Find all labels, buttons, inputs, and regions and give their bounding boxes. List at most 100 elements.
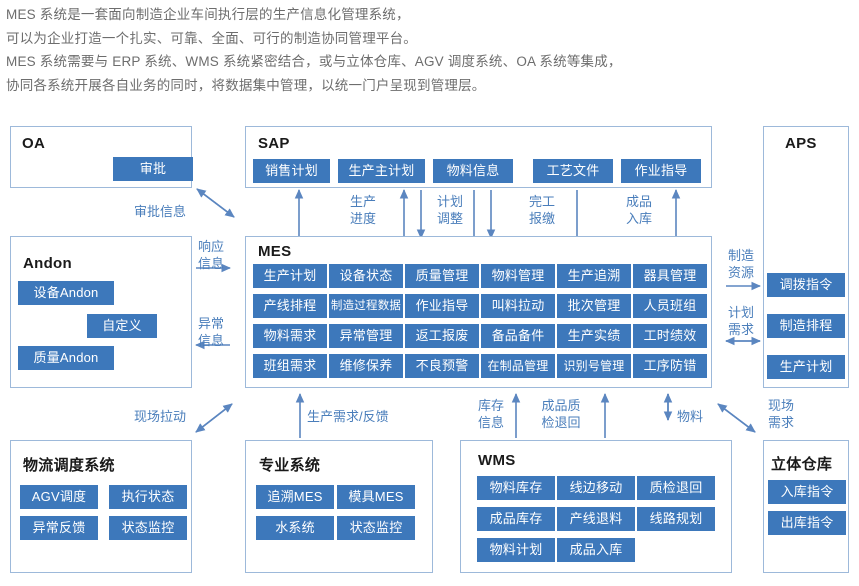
box-warehouse-title: 立体仓库 — [771, 456, 833, 473]
tag-prof-water[interactable]: 水系统 — [257, 517, 333, 539]
label-material: 物料 — [677, 409, 704, 424]
tag-mes-17[interactable]: 工时绩效 — [634, 325, 706, 347]
tag-mes-19[interactable]: 维修保养 — [330, 355, 402, 377]
label-prod-progress-line1: 生产 — [349, 194, 376, 209]
tag-wms-line-move[interactable]: 线边移动 — [558, 477, 634, 499]
tag-warehouse-in[interactable]: 入库指令 — [769, 481, 845, 503]
tag-mes-6[interactable]: 产线排程 — [254, 295, 326, 317]
tag-logistics-abnormal[interactable]: 异常反馈 — [21, 517, 97, 539]
label-production-progress: 生产 进度 — [345, 193, 381, 227]
label-mfg-resource-line1: 制造 — [727, 248, 754, 263]
label-site-demand-line2: 需求 — [767, 415, 794, 430]
tag-mes-18[interactable]: 班组需求 — [254, 355, 326, 377]
label-quality-return-line1: 成品质 — [541, 398, 581, 413]
box-aps-title: APS — [785, 135, 817, 152]
box-sap-title: SAP — [258, 135, 290, 152]
tag-mes-20[interactable]: 不良预警 — [406, 355, 478, 377]
tag-mes-14[interactable]: 返工报废 — [406, 325, 478, 347]
tag-wms-qc-return[interactable]: 质检退回 — [638, 477, 714, 499]
tag-aps-production-plan[interactable]: 生产计划 — [768, 356, 844, 378]
tag-sap-material-info[interactable]: 物料信息 — [434, 160, 512, 182]
tag-logistics-agv[interactable]: AGV调度 — [21, 486, 97, 508]
intro-line-2: 可以为企业打造一个扎实、可靠、全面、可行的制造协同管理平台。 — [6, 30, 417, 46]
label-site-demand-line1: 现场 — [767, 398, 794, 413]
tag-wms-material-plan[interactable]: 物料计划 — [478, 539, 554, 561]
tag-mes-10[interactable]: 批次管理 — [558, 295, 630, 317]
label-plan-demand: 计划 需求 — [722, 304, 760, 338]
box-sap[interactable]: SAP 销售计划 生产主计划 物料信息 工艺文件 作业指导 — [245, 126, 712, 188]
box-stereo-warehouse[interactable]: 立体仓库 入库指令 出库指令 — [763, 440, 849, 573]
tag-andon-custom[interactable]: 自定义 — [88, 315, 156, 337]
label-site-demand: 现场 需求 — [762, 397, 800, 431]
tag-mes-8[interactable]: 作业指导 — [406, 295, 478, 317]
label-inventory-info-line1: 库存 — [477, 398, 504, 413]
box-logistics-title: 物流调度系统 — [23, 457, 115, 474]
tag-logistics-monitor[interactable]: 状态监控 — [110, 517, 186, 539]
tag-warehouse-out[interactable]: 出库指令 — [769, 512, 845, 534]
label-site-pull: 现场拉动 — [134, 409, 187, 424]
tag-logistics-exec[interactable]: 执行状态 — [110, 486, 186, 508]
tag-mes-2[interactable]: 质量管理 — [406, 265, 478, 287]
tag-mes-1[interactable]: 设备状态 — [330, 265, 402, 287]
tag-mes-12[interactable]: 物料需求 — [254, 325, 326, 347]
tag-prof-trace-mes[interactable]: 追溯MES — [257, 486, 333, 508]
box-andon-title: Andon — [23, 255, 72, 272]
box-andon[interactable]: Andon 设备Andon 自定义 质量Andon — [10, 236, 192, 388]
tag-aps-transfer-order[interactable]: 调拨指令 — [768, 274, 844, 296]
tag-andon-quality[interactable]: 质量Andon — [19, 347, 113, 369]
tag-aps-mfg-schedule[interactable]: 制造排程 — [768, 315, 844, 337]
tag-mes-5[interactable]: 器具管理 — [634, 265, 706, 287]
label-response-info: 响应 信息 — [193, 238, 229, 272]
box-professional-system[interactable]: 专业系统 追溯MES 模具MES 水系统 状态监控 — [245, 440, 433, 573]
label-finish-report-line2: 报缴 — [528, 211, 555, 226]
tag-wms-finished-stock[interactable]: 成品库存 — [478, 508, 554, 530]
tag-mes-3[interactable]: 物料管理 — [482, 265, 554, 287]
tag-prof-mold-mes[interactable]: 模具MES — [338, 486, 414, 508]
box-aps[interactable]: APS 调拨指令 制造排程 生产计划 — [763, 126, 849, 388]
intro-paragraph: MES 系统是一套面向制造企业车间执行层的生产信息化管理系统， 可以为企业打造一… — [6, 3, 856, 97]
tag-wms-material-stock[interactable]: 物料库存 — [478, 477, 554, 499]
box-wms[interactable]: WMS 物料库存 线边移动 质检退回 成品库存 产线退料 线路规划 物料计划 成… — [460, 440, 732, 573]
label-quality-return-line2: 检退回 — [541, 415, 581, 430]
label-response-info-line1: 响应 — [197, 239, 224, 254]
tag-mes-23[interactable]: 工序防错 — [634, 355, 706, 377]
tag-mes-0[interactable]: 生产计划 — [254, 265, 326, 287]
arrow-oa-mes-down — [196, 188, 235, 218]
label-finish-report-line1: 完工 — [528, 194, 555, 209]
tag-mes-22[interactable]: 识别号管理 — [558, 355, 630, 377]
tag-sap-process-file[interactable]: 工艺文件 — [534, 160, 612, 182]
tag-sap-work-instruction[interactable]: 作业指导 — [622, 160, 700, 182]
tag-mes-16[interactable]: 生产实绩 — [558, 325, 630, 347]
tag-mes-13[interactable]: 异常管理 — [330, 325, 402, 347]
tag-sap-master-plan[interactable]: 生产主计划 — [339, 160, 424, 182]
tag-andon-equipment[interactable]: 设备Andon — [19, 282, 113, 304]
box-oa[interactable]: OA 审批 — [10, 126, 192, 188]
tag-sap-sales-plan[interactable]: 销售计划 — [254, 160, 329, 182]
label-plan-adjust-line1: 计划 — [436, 194, 463, 209]
box-logistics-dispatch[interactable]: 物流调度系统 AGV调度 执行状态 异常反馈 状态监控 — [10, 440, 192, 573]
box-oa-title: OA — [22, 135, 46, 152]
arrow-warehouse-up — [717, 403, 756, 433]
tag-mes-21[interactable]: 在制品管理 — [482, 355, 554, 377]
intro-line-1: MES 系统是一套面向制造企业车间执行层的生产信息化管理系统， — [6, 7, 410, 22]
tag-mes-15[interactable]: 备品备件 — [482, 325, 554, 347]
tag-prof-monitor[interactable]: 状态监控 — [338, 517, 414, 539]
label-manufacture-resource: 制造 资源 — [722, 247, 760, 281]
tag-mes-11[interactable]: 人员班组 — [634, 295, 706, 317]
label-product-instock-line2: 入库 — [625, 211, 652, 226]
tag-wms-finished-in[interactable]: 成品入库 — [558, 539, 634, 561]
tag-wms-route-plan[interactable]: 线路规划 — [638, 508, 714, 530]
tag-mes-7[interactable]: 制造过程数据 — [330, 295, 402, 317]
tag-wms-line-return[interactable]: 产线退料 — [558, 508, 634, 530]
label-product-instock-line1: 成品 — [625, 194, 652, 209]
label-prod-progress-line2: 进度 — [349, 211, 376, 226]
arrow-logistics-up — [195, 403, 233, 433]
label-inventory-info: 库存 信息 — [473, 397, 509, 431]
box-mes[interactable]: MES 生产计划 设备状态 质量管理 物料管理 生产追溯 器具管理 产线排程 制… — [245, 236, 712, 388]
intro-line-4: 协同各系统开展各自业务的同时，将数据集中管理，以统一门户呈现到管理层。 — [6, 77, 486, 93]
label-quality-return: 成品质 检退回 — [534, 397, 588, 431]
tag-mes-9[interactable]: 叫料拉动 — [482, 295, 554, 317]
tag-mes-4[interactable]: 生产追溯 — [558, 265, 630, 287]
label-plan-demand-line2: 需求 — [727, 322, 754, 337]
tag-oa-approval[interactable]: 审批 — [114, 158, 192, 180]
